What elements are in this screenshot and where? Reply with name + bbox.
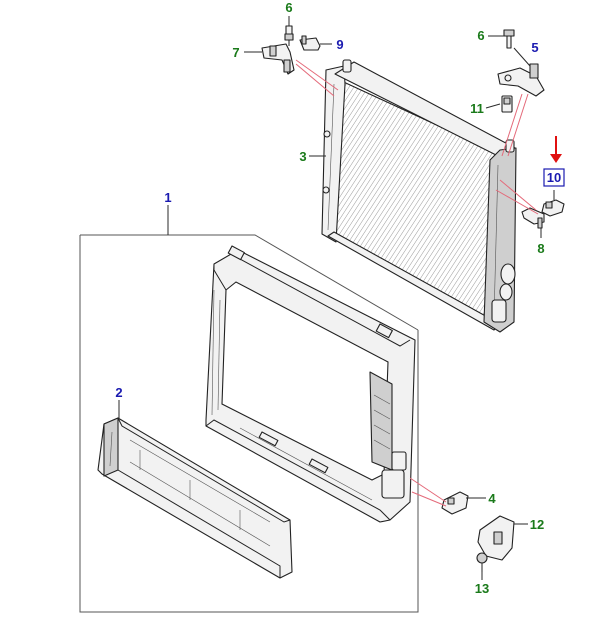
bracket-upper-right[interactable]	[497, 63, 545, 97]
callout-9[interactable]: 9	[336, 37, 343, 52]
radiator[interactable]	[321, 59, 517, 333]
callout-12[interactable]: 12	[530, 517, 544, 532]
callout-2[interactable]: 2	[115, 385, 122, 400]
bracket-lower-right[interactable]	[477, 515, 515, 561]
callout-11[interactable]: 11	[470, 101, 484, 116]
callout-7[interactable]: 7	[232, 45, 239, 60]
highlight-arrow-icon	[550, 136, 562, 163]
leader-lines	[118, 16, 555, 580]
bracket-upper-left[interactable]	[261, 43, 295, 75]
bracket-right-side[interactable]	[521, 207, 545, 229]
air-deflector[interactable]	[97, 417, 293, 579]
callout-6-right[interactable]: 6	[477, 28, 484, 43]
callout-3[interactable]: 3	[299, 149, 306, 164]
callout-13[interactable]: 13	[475, 581, 489, 596]
callout-5[interactable]: 5	[531, 40, 538, 55]
callout-10-box[interactable]: 10	[543, 168, 565, 187]
clip-lower[interactable]	[441, 491, 469, 515]
callout-8[interactable]: 8	[537, 241, 544, 256]
callout-10[interactable]: 10	[547, 170, 561, 185]
clip-highlighted[interactable]	[541, 199, 565, 217]
callout-4[interactable]: 4	[488, 491, 496, 506]
bolt-lower[interactable]	[476, 552, 488, 572]
bolt-upper-right[interactable]	[503, 29, 515, 49]
reference-lines	[295, 59, 539, 507]
clip-upper[interactable]	[299, 35, 321, 51]
callout-6-left[interactable]: 6	[285, 0, 292, 15]
bolt-upper-left[interactable]	[284, 25, 294, 46]
clip-right[interactable]	[501, 95, 513, 113]
assembly-bracket	[79, 205, 419, 613]
callout-1[interactable]: 1	[164, 190, 171, 205]
fan-shroud-frame[interactable]	[205, 245, 416, 523]
